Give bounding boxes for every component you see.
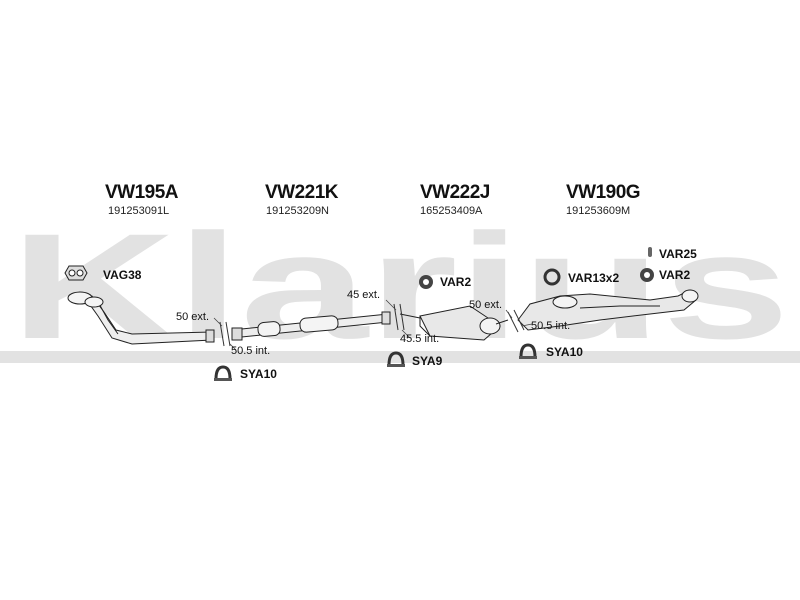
part-code-vw190g: VW190G <box>566 182 641 203</box>
ring-icon <box>543 268 561 286</box>
clamp-icon <box>387 351 405 367</box>
clamp-icon <box>519 343 537 359</box>
part-number-vw190g: 191253609M <box>566 205 631 217</box>
part-code-vw221k: VW221K <box>265 182 339 203</box>
accessory-label-vag38: VAG38 <box>103 268 142 282</box>
accessory-label-sya9: SYA9 <box>412 354 443 368</box>
accessory-label-var2-middle: VAR2 <box>440 275 472 289</box>
part-number-vw222j: 165253409A <box>420 205 483 217</box>
part-code-vw222j: VW222J <box>420 182 490 203</box>
front-pipe-drawing <box>67 291 215 345</box>
accessory-label-var2-rear: VAR2 <box>659 268 691 282</box>
dimension-label: 50 ext. <box>176 311 210 323</box>
gasket-icon <box>64 265 88 281</box>
dimension-label: 50 ext. <box>469 299 503 311</box>
dimension-label: 50.5 int. <box>531 320 571 332</box>
middle-box-drawing <box>399 305 509 341</box>
accessory-label-sya10-front: SYA10 <box>240 367 277 381</box>
dimension-label: 45.5 int. <box>400 333 440 345</box>
accessory-label-var25: VAR25 <box>659 247 697 261</box>
rear-box-drawing <box>517 289 699 331</box>
centre-pipe-drawing <box>231 311 391 341</box>
rubber-mount-icon <box>640 268 654 282</box>
dimension-label: 50.5 int. <box>231 345 271 357</box>
part-code-vw195a: VW195A <box>105 182 179 203</box>
part-number-vw221k: 191253209N <box>266 205 330 217</box>
clamp-icon <box>214 365 232 381</box>
part-number-vw195a: 191253091L <box>108 205 170 217</box>
accessory-label-sya10-rear: SYA10 <box>546 345 583 359</box>
rubber-mount-icon <box>419 275 433 289</box>
accessory-label-var13x2: VAR13x2 <box>568 271 620 285</box>
bolt-icon <box>648 247 652 257</box>
dimension-label: 45 ext. <box>347 289 381 301</box>
